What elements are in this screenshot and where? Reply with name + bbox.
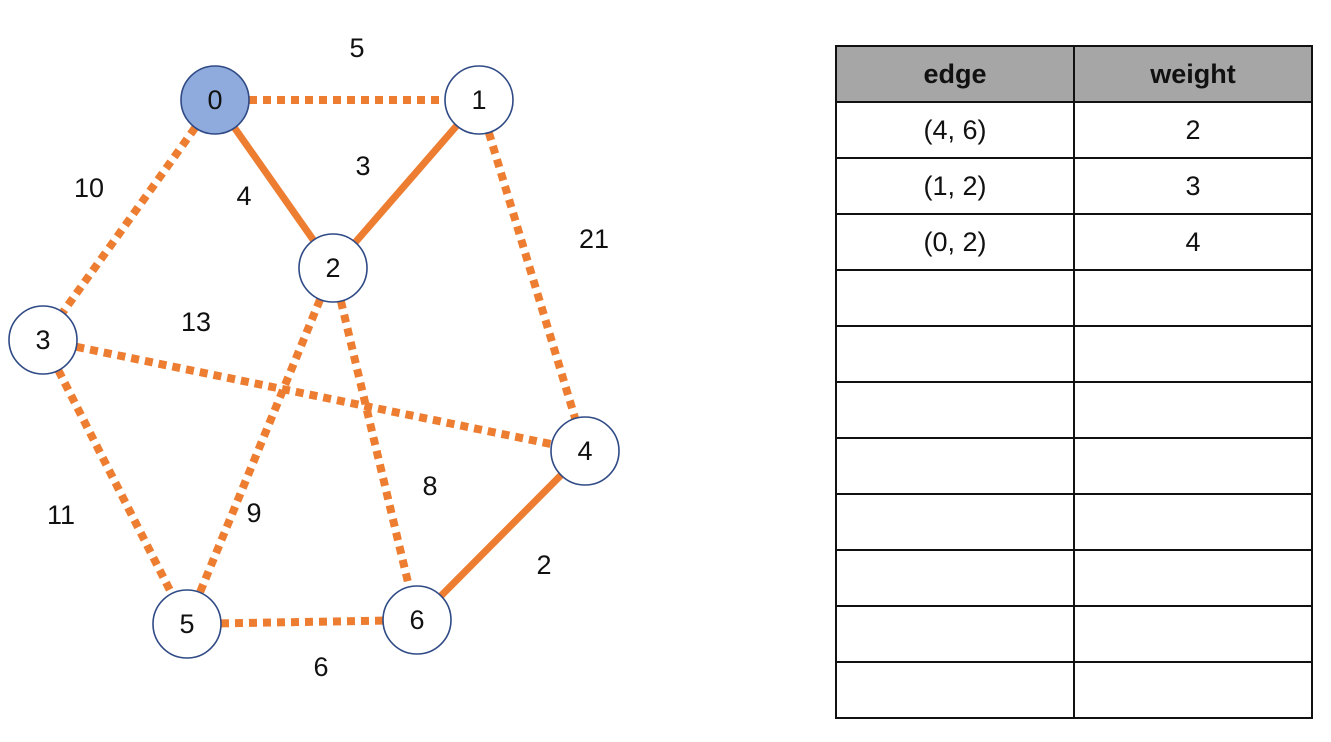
cell-edge: (4, 6) <box>835 101 1075 159</box>
edge-3-4 <box>75 342 553 449</box>
node-label-0: 0 <box>207 85 222 115</box>
graph-diagram: 5 4 3 10 21 13 9 8 11 6 2 0 1 2 3 4 5 6 <box>8 33 620 682</box>
cell-weight: 2 <box>1073 101 1313 159</box>
edge-2-6 <box>337 300 413 588</box>
node-label-2: 2 <box>325 253 340 283</box>
table-row: (1, 2)3 <box>835 157 1313 215</box>
edge-0-2 <box>231 125 317 243</box>
node-circle-1 <box>444 65 514 135</box>
node-5: 5 <box>152 589 222 659</box>
nodes-layer: 0 1 2 3 4 5 6 <box>8 65 620 659</box>
cell-edge <box>835 269 1075 327</box>
edge-0-3 <box>59 125 199 315</box>
cell-weight <box>1073 269 1313 327</box>
table-row <box>835 605 1313 663</box>
header-edge: edge <box>835 45 1075 103</box>
table-row <box>835 661 1313 719</box>
edge-weight-5-6: 6 <box>313 652 328 682</box>
node-0: 0 <box>180 65 250 135</box>
table-row <box>835 493 1313 551</box>
table-row <box>835 325 1313 383</box>
edge-weight-1-2: 3 <box>355 151 370 181</box>
cell-edge <box>835 493 1075 551</box>
edge-2-5 <box>196 297 324 595</box>
cell-weight <box>1073 325 1313 383</box>
edge-1-4 <box>485 131 579 420</box>
header-weight: weight <box>1073 45 1313 103</box>
cell-weight <box>1073 437 1313 495</box>
node-circle-0 <box>180 65 250 135</box>
cell-weight <box>1073 605 1313 663</box>
node-6: 6 <box>382 585 452 655</box>
edge-3-5 <box>54 368 176 596</box>
table-row <box>835 437 1313 495</box>
cell-edge: (1, 2) <box>835 157 1075 215</box>
cell-edge <box>835 437 1075 495</box>
edge-weight-0-1: 5 <box>349 33 364 63</box>
edge-weight-table: edge weight (4, 6)2(1, 2)3(0, 2)4 <box>835 45 1313 719</box>
cell-weight <box>1073 381 1313 439</box>
table-row <box>835 549 1313 607</box>
cell-edge <box>835 325 1075 383</box>
table-row <box>835 381 1313 439</box>
node-4: 4 <box>550 416 620 486</box>
table-body: (4, 6)2(1, 2)3(0, 2)4 <box>835 101 1313 719</box>
node-label-6: 6 <box>409 605 424 635</box>
edge-1-2 <box>352 123 460 245</box>
cell-weight <box>1073 493 1313 551</box>
edge-weight-6-4: 2 <box>536 550 551 580</box>
cell-edge <box>835 381 1075 439</box>
node-label-1: 1 <box>471 85 486 115</box>
node-3: 3 <box>8 305 78 375</box>
cell-weight: 3 <box>1073 157 1313 215</box>
node-label-5: 5 <box>179 609 194 639</box>
table-row <box>835 269 1313 327</box>
edge-weight-1-4: 21 <box>579 224 609 254</box>
node-1: 1 <box>444 65 514 135</box>
node-circle-2 <box>298 233 368 303</box>
edge-weight-2-6: 8 <box>422 471 437 501</box>
cell-weight <box>1073 549 1313 607</box>
edges-layer <box>54 96 579 628</box>
edge-5-6 <box>220 616 384 628</box>
edge-weight-2-5: 9 <box>246 498 261 528</box>
node-circle-3 <box>8 305 78 375</box>
table-row: (0, 2)4 <box>835 213 1313 271</box>
edge-weight-0-3: 10 <box>74 173 104 203</box>
node-label-3: 3 <box>35 325 50 355</box>
cell-weight: 4 <box>1073 213 1313 271</box>
cell-edge <box>835 605 1075 663</box>
cell-edge <box>835 661 1075 719</box>
table-row: (4, 6)2 <box>835 101 1313 159</box>
cell-edge: (0, 2) <box>835 213 1075 271</box>
table-header-row: edge weight <box>835 45 1313 103</box>
edge-weight-0-2: 4 <box>236 181 251 211</box>
node-circle-4 <box>550 416 620 486</box>
edge-weight-3-5: 11 <box>47 500 75 530</box>
node-label-4: 4 <box>577 436 592 466</box>
edge-6-4 <box>438 472 564 599</box>
table-header: edge weight <box>835 45 1313 103</box>
edge-weight-3-4: 13 <box>181 307 211 337</box>
cell-weight <box>1073 661 1313 719</box>
node-circle-5 <box>152 589 222 659</box>
cell-edge <box>835 549 1075 607</box>
node-2: 2 <box>298 233 368 303</box>
node-circle-6 <box>382 585 452 655</box>
